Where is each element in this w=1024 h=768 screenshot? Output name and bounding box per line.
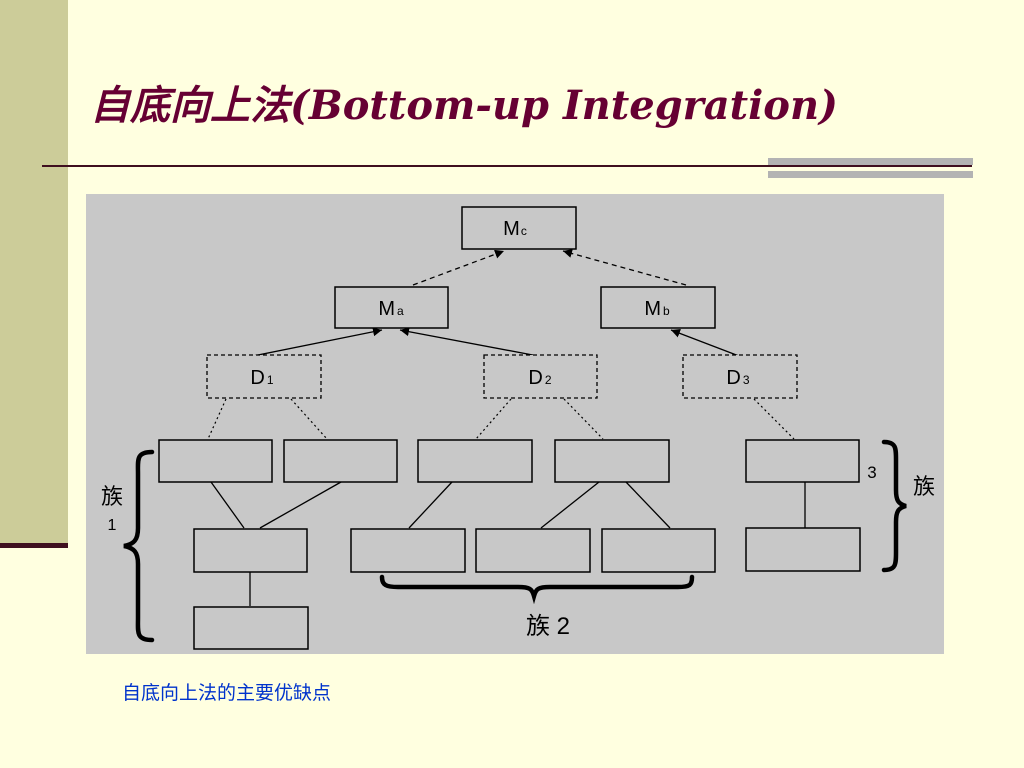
cluster3-module-2 — [745, 527, 861, 572]
cluster2-module-1 — [417, 439, 533, 483]
cluster3-label-num: 3 — [867, 463, 876, 482]
node-d1-label: D — [250, 367, 264, 389]
svg-text:D3: D3 — [726, 367, 749, 389]
node-mb-sub: b — [663, 304, 670, 318]
cluster1-module-3 — [193, 528, 308, 573]
edge-d3-to-mb — [670, 329, 740, 357]
node-ma — [334, 286, 449, 329]
cluster1-module-1 — [158, 439, 273, 483]
left-accent-bar — [0, 0, 68, 548]
svg-text:Mb: Mb — [644, 298, 670, 320]
edge-c2-a — [408, 481, 453, 529]
cluster2-brace — [379, 574, 695, 605]
edge-d2-cluster2-left — [475, 398, 512, 440]
cluster2-label: 族 2 — [526, 613, 570, 640]
svg-text:D1: D1 — [250, 367, 273, 389]
cluster2-module-2 — [554, 439, 670, 483]
edge-c1-a — [210, 481, 245, 529]
cluster2-module-3 — [350, 528, 466, 573]
node-d2-sub: 2 — [545, 373, 552, 387]
edge-c2-c — [625, 481, 671, 529]
title-accent-stripes — [768, 158, 973, 178]
node-mc — [461, 206, 577, 250]
cluster1-label-char: 族 — [101, 484, 123, 509]
edge-mb-to-mc — [562, 249, 687, 286]
cluster3-module-1 — [745, 439, 860, 483]
diagram-background — [86, 194, 944, 654]
cluster1-brace — [123, 449, 155, 643]
svg-text:Ma: Ma — [378, 298, 404, 320]
edge-d1-cluster1-left — [207, 398, 227, 440]
cluster3-label-char: 族 — [913, 474, 935, 499]
edge-c1-b — [259, 481, 342, 529]
node-d2-label: D — [528, 367, 542, 389]
node-ma-sub: a — [397, 304, 404, 318]
title-divider — [42, 165, 972, 167]
svg-text:D2: D2 — [528, 367, 551, 389]
node-d3-label: D — [726, 367, 740, 389]
node-mc-sub: c — [521, 224, 527, 238]
edge-d1-cluster1-right — [290, 398, 328, 440]
cluster3-brace — [881, 439, 907, 573]
node-mb — [600, 286, 716, 329]
node-d3 — [682, 354, 798, 399]
cluster1-module-4 — [193, 606, 309, 650]
cluster1-label-num: 1 — [108, 517, 117, 534]
left-accent-rule — [0, 543, 68, 548]
slide-caption: 自底向上法的主要优缺点 — [122, 682, 332, 704]
node-d1-sub: 1 — [267, 373, 274, 387]
edge-c2-b — [540, 481, 600, 529]
edge-ma-to-mc — [412, 249, 505, 286]
cluster2-module-5 — [601, 528, 716, 573]
node-d1 — [206, 354, 322, 399]
svg-text:Mc: Mc — [503, 218, 527, 240]
node-d2 — [483, 354, 598, 399]
cluster1-module-2 — [283, 439, 398, 483]
node-mc-label: M — [503, 218, 520, 240]
edge-d1-to-ma — [252, 327, 383, 357]
cluster2-module-4 — [475, 528, 591, 573]
edge-d2-cluster2-right — [563, 398, 604, 440]
slide-title: 自底向上法(Bottom-up Integration) — [90, 82, 838, 129]
edge-d2-to-ma — [399, 327, 539, 357]
node-ma-label: M — [378, 298, 395, 320]
node-mb-label: M — [644, 298, 661, 320]
node-d3-sub: 3 — [743, 373, 750, 387]
